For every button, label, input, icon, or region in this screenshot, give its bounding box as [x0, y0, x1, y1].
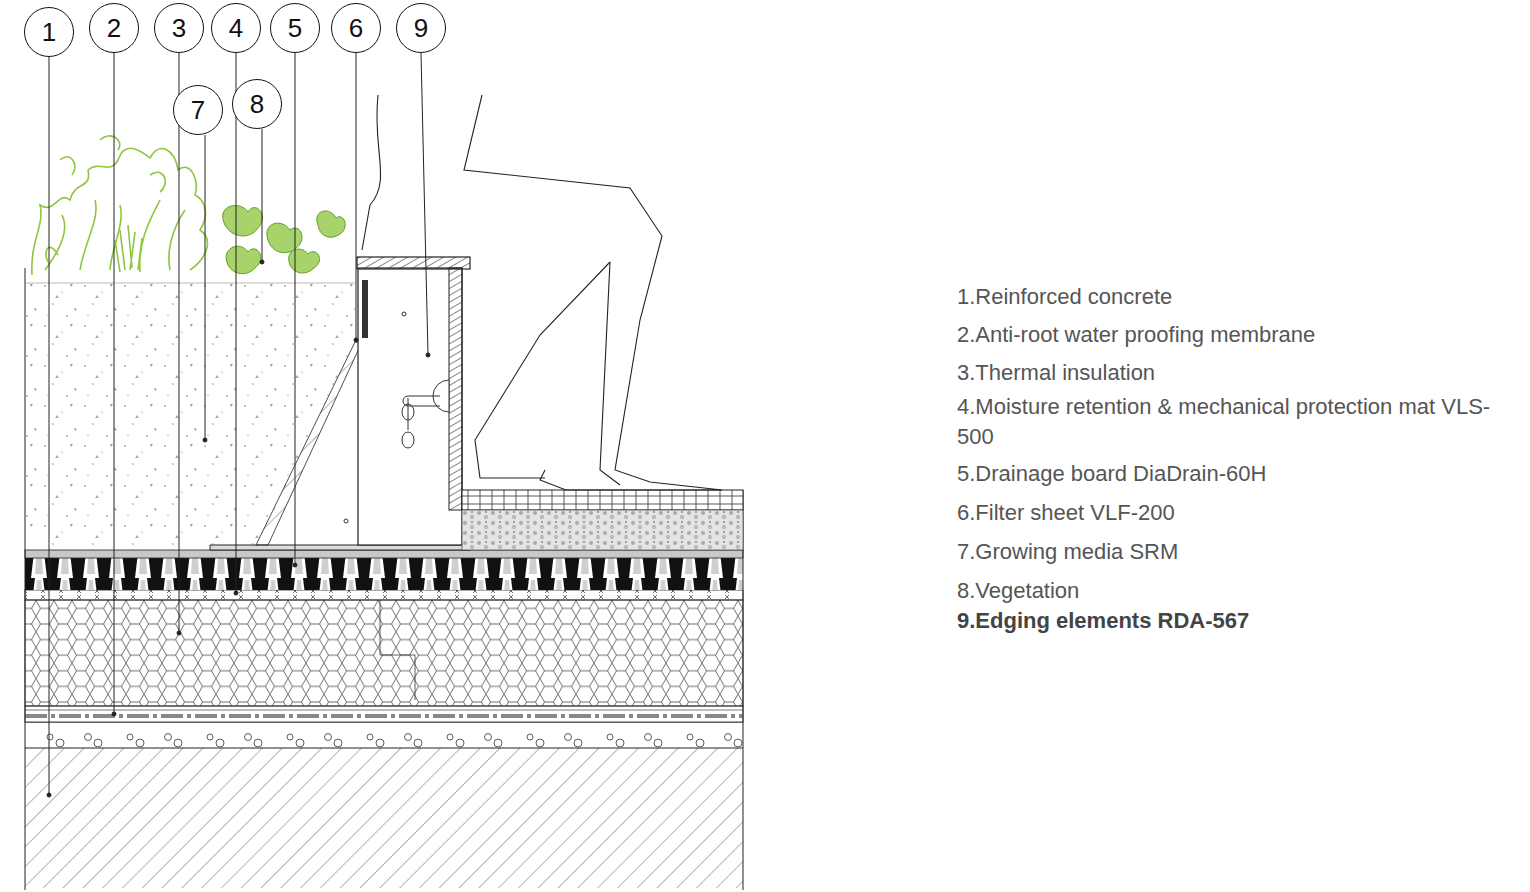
legend-text: 8.Vegetation: [957, 576, 1523, 606]
callout-number: 4: [229, 15, 243, 41]
legend-text: 3.Thermal insulation: [957, 358, 1523, 388]
callout-number: 9: [414, 15, 428, 41]
callout-number: 6: [349, 15, 363, 41]
callout-number: 1: [42, 19, 56, 45]
callout-number: 3: [172, 15, 186, 41]
callout-circle: 5: [270, 3, 320, 53]
legend-text: 5.Drainage board DiaDrain-60H: [957, 459, 1523, 489]
legend-text: 1.Reinforced concrete: [957, 282, 1523, 312]
callout-circle: 2: [89, 3, 139, 53]
callout-number: 8: [250, 91, 264, 117]
callout-circle: 7: [173, 85, 223, 135]
callout-circle: 3: [154, 3, 204, 53]
callout-number: 2: [107, 15, 121, 41]
callout-circle: 8: [232, 79, 282, 129]
legend-text: 2.Anti-root water proofing membrane: [957, 320, 1523, 350]
legend-text: 6.Filter sheet VLF-200: [957, 498, 1523, 528]
callout-circle: 9: [396, 3, 446, 53]
callout-number: 7: [191, 97, 205, 123]
callout-circle: 1: [24, 7, 74, 57]
legend-text: 4.Moisture retention & mechanical protec…: [957, 392, 1523, 452]
callout-circle: 6: [331, 3, 381, 53]
legend-text: 9.Edging elements RDA-567: [957, 606, 1523, 636]
legend-text: 7.Growing media SRM: [957, 537, 1523, 567]
callout-circle: 4: [211, 3, 261, 53]
callout-number: 5: [288, 15, 302, 41]
